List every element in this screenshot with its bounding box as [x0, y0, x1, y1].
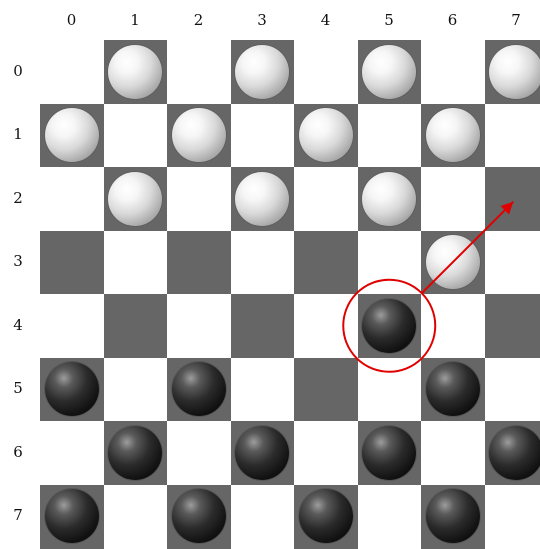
- board-square[interactable]: [104, 231, 168, 295]
- board-square[interactable]: [104, 294, 168, 358]
- white-piece[interactable]: [45, 108, 99, 162]
- column-label-0: 0: [40, 10, 103, 30]
- board-square[interactable]: [167, 294, 231, 358]
- board-square[interactable]: [104, 485, 168, 549]
- black-piece[interactable]: [108, 426, 162, 480]
- board-square[interactable]: [421, 421, 485, 485]
- board-square[interactable]: [358, 485, 422, 549]
- board-square[interactable]: [294, 167, 358, 231]
- row-label-3: 3: [3, 251, 33, 271]
- black-piece[interactable]: [299, 489, 353, 543]
- column-label-5: 5: [358, 10, 421, 30]
- board-square[interactable]: [167, 40, 231, 104]
- board-square[interactable]: [167, 231, 231, 295]
- white-piece[interactable]: [108, 172, 162, 226]
- column-label-1: 1: [104, 10, 167, 30]
- row-label-1: 1: [3, 124, 33, 144]
- board-square[interactable]: [485, 231, 540, 295]
- board-square[interactable]: [358, 358, 422, 422]
- black-piece[interactable]: [45, 362, 99, 416]
- board-square[interactable]: [231, 294, 295, 358]
- white-piece[interactable]: [235, 45, 289, 99]
- black-piece[interactable]: [362, 426, 416, 480]
- board-square[interactable]: [231, 358, 295, 422]
- black-piece[interactable]: [45, 489, 99, 543]
- row-label-7: 7: [3, 505, 33, 525]
- white-piece[interactable]: [235, 172, 289, 226]
- board-square[interactable]: [358, 231, 422, 295]
- board-square[interactable]: [40, 294, 104, 358]
- white-piece[interactable]: [108, 45, 162, 99]
- white-piece[interactable]: [426, 108, 480, 162]
- board-square[interactable]: [167, 421, 231, 485]
- board-square[interactable]: [40, 167, 104, 231]
- black-piece[interactable]: [172, 362, 226, 416]
- row-label-6: 6: [3, 442, 33, 462]
- board-square[interactable]: [231, 231, 295, 295]
- white-piece[interactable]: [426, 235, 480, 289]
- row-label-5: 5: [3, 378, 33, 398]
- board-square[interactable]: [485, 294, 540, 358]
- board-square[interactable]: [294, 294, 358, 358]
- board-square[interactable]: [231, 485, 295, 549]
- board-square[interactable]: [40, 40, 104, 104]
- board-square[interactable]: [421, 294, 485, 358]
- white-piece[interactable]: [172, 108, 226, 162]
- black-piece[interactable]: [362, 299, 416, 353]
- board-square[interactable]: [40, 421, 104, 485]
- board-square[interactable]: [294, 40, 358, 104]
- board-square[interactable]: [485, 358, 540, 422]
- board-square[interactable]: [40, 231, 104, 295]
- black-piece[interactable]: [172, 489, 226, 543]
- row-label-0: 0: [3, 61, 33, 81]
- board-square[interactable]: [294, 231, 358, 295]
- board-square[interactable]: [421, 40, 485, 104]
- white-piece[interactable]: [362, 172, 416, 226]
- white-piece[interactable]: [489, 45, 540, 99]
- board-square[interactable]: [485, 485, 540, 549]
- board-square[interactable]: [485, 167, 540, 231]
- white-piece[interactable]: [362, 45, 416, 99]
- board-square[interactable]: [104, 104, 168, 168]
- column-label-6: 6: [421, 10, 484, 30]
- black-piece[interactable]: [426, 489, 480, 543]
- column-label-3: 3: [231, 10, 294, 30]
- black-piece[interactable]: [426, 362, 480, 416]
- column-label-2: 2: [167, 10, 230, 30]
- board-square[interactable]: [358, 104, 422, 168]
- row-label-2: 2: [3, 188, 33, 208]
- black-piece[interactable]: [489, 426, 540, 480]
- black-piece[interactable]: [235, 426, 289, 480]
- board-square[interactable]: [104, 358, 168, 422]
- board-square[interactable]: [294, 421, 358, 485]
- column-label-7: 7: [485, 10, 540, 30]
- board-square[interactable]: [421, 167, 485, 231]
- row-label-4: 4: [3, 315, 33, 335]
- board-square[interactable]: [294, 358, 358, 422]
- white-piece[interactable]: [299, 108, 353, 162]
- board-square[interactable]: [485, 104, 540, 168]
- board-square[interactable]: [167, 167, 231, 231]
- board-square[interactable]: [231, 104, 295, 168]
- column-label-4: 4: [294, 10, 357, 30]
